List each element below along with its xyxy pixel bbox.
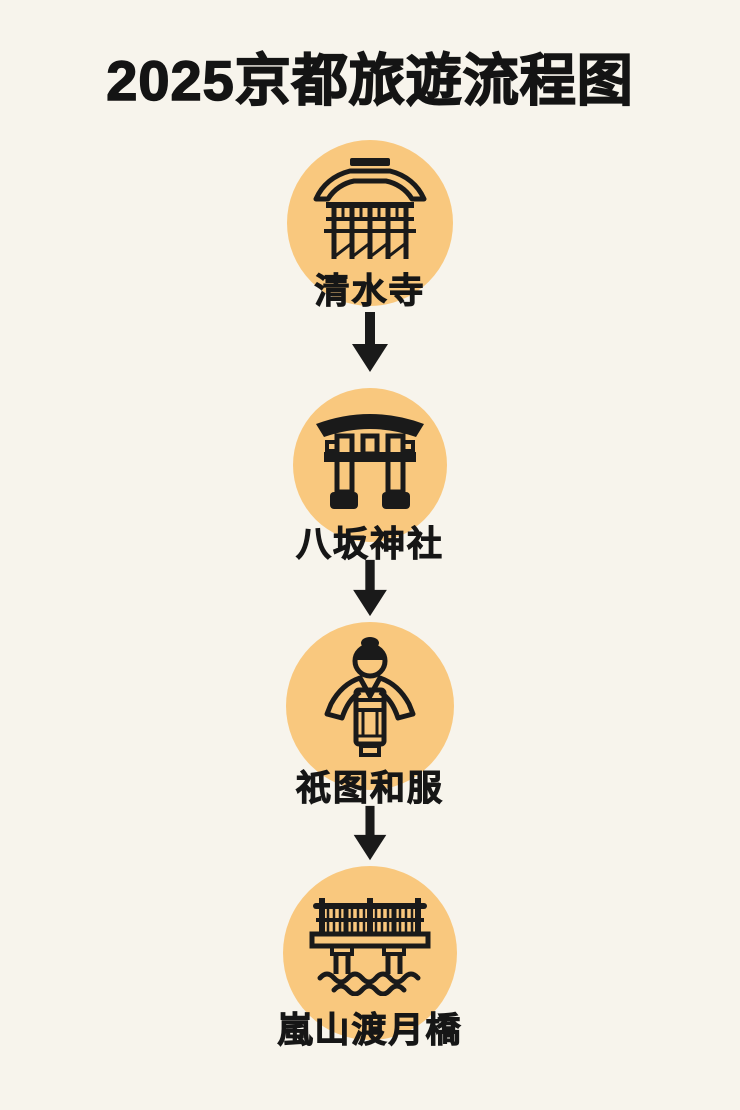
step-circle-gion <box>286 622 454 790</box>
step-label-yasaka: 八坂神社 <box>295 525 444 565</box>
step-label-kiyomizu: 清水寺 <box>314 272 426 312</box>
step-circle-yasaka <box>293 388 447 542</box>
page-title: 2025京都旅遊流程图 <box>105 48 634 113</box>
torii-gate-icon <box>316 414 424 509</box>
step-circle-arashiyama <box>283 866 457 1040</box>
arrow-down-icon <box>353 805 387 861</box>
temple-icon <box>313 158 427 259</box>
step-circle-kiyomizu <box>287 140 453 306</box>
step-label-gion: 祇图和服 <box>295 769 444 809</box>
arrow-down-icon <box>353 559 387 617</box>
kimono-icon <box>324 637 416 757</box>
arrow-down-icon <box>352 312 388 372</box>
bridge-icon <box>309 898 431 996</box>
step-label-arashiyama: 嵐山渡月橋 <box>277 1011 463 1051</box>
